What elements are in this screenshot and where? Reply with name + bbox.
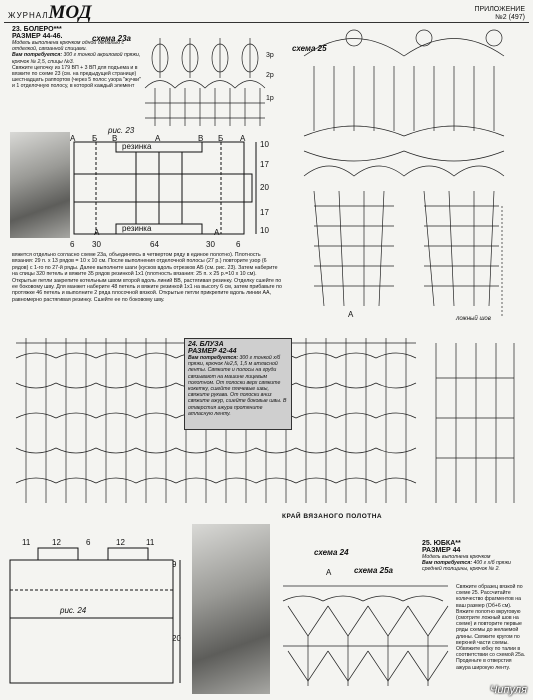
skirt-intro: Модель выполнена крючком: [422, 554, 491, 560]
bolero-photo: [10, 132, 70, 238]
bolero-body-text: Свяжите цепочку из 179 ВП + 3 ВП для под…: [12, 64, 141, 90]
fig-23-dim-right: 17: [260, 160, 269, 169]
watermark: Чипуля: [489, 684, 527, 696]
schema-25-diagram: [303, 29, 505, 316]
skirt-article: 25. ЮБКА** РАЗМЕР 44 Модель выполнена кр…: [422, 540, 526, 573]
fig-24-label: рис. 24: [60, 606, 87, 615]
fig-23-letter: В: [198, 134, 204, 143]
skirt-size: РАЗМЕР 44: [422, 547, 461, 554]
fig-23-label: рис. 23: [108, 126, 135, 135]
fig-24-dim-top: 12: [116, 538, 125, 547]
schema-24-label: схема 24: [314, 548, 349, 557]
edge-label: КРАЙ ВЯЗАНОГО ПОЛОТНА: [282, 513, 383, 520]
issue-number: №2 (497): [495, 14, 525, 21]
fig-23-diagram: [73, 141, 257, 235]
schema-25-label: схема 25: [292, 44, 327, 53]
bolero-need-text: 300 г тонкой акриловой пряжи, крючок № 2…: [12, 52, 141, 65]
fig-23-dim-bottom: 6: [236, 240, 241, 249]
skirt-need-label: Вам потребуется:: [422, 560, 473, 567]
rib-top-label: резинка: [122, 142, 152, 151]
fig-23-letter: Б: [218, 134, 224, 143]
fig-24-dim-right: 9: [172, 560, 177, 569]
fig-23-letter: В: [112, 134, 118, 143]
fig-23-dim-right: 10: [260, 226, 269, 235]
magazine-logo: ЖУРНАЛМОД: [8, 2, 92, 24]
schema-25-letter-a: А: [348, 310, 354, 319]
fig-23-letter: А: [70, 134, 76, 143]
fig-23-dim-bottom: 6: [70, 240, 75, 249]
fig-24-dim-top: 11: [22, 538, 31, 547]
fig-23-letter: Б: [92, 134, 98, 143]
header-divider: [4, 22, 529, 23]
blouse-size: РАЗМЕР 42-44: [188, 348, 237, 355]
issue-info: ПРИЛОЖЕНИЕ №2 (497): [474, 6, 525, 22]
schema-23a-row-3: 3р: [266, 52, 274, 59]
blouse-text: 300 г тонкой х/б пряжи, крючок №2,5, 1,5…: [188, 355, 287, 417]
magazine-word: ЖУРНАЛ: [8, 11, 49, 20]
magazine-logo-text: МОД: [48, 2, 92, 23]
false-seam-label: ложный шов: [456, 316, 491, 322]
bolero-instructions: вяжется отдельно согласно схеме 23а, объ…: [12, 252, 282, 303]
bolero-size: РАЗМЕР 44-46.: [12, 33, 63, 40]
bolero-intro: Модель выполнена крючком одной деталью с…: [12, 40, 125, 53]
blouse-photo: [192, 524, 270, 694]
fig-23-letter: А: [240, 134, 246, 143]
fig-24-diagram: [9, 547, 181, 684]
fig-23-dim-right: 17: [260, 208, 269, 217]
schema-25a-letter-a: А: [326, 568, 332, 577]
fig-23-letter: А: [94, 228, 100, 237]
skirt-instructions: Свяжите образец вязкой по схеме 25. Расс…: [456, 584, 526, 671]
fig-23-dim-right: 20: [260, 183, 269, 192]
blouse-need-label: Вам потребуется:: [188, 355, 239, 361]
schema-25a-label: схема 25а: [354, 566, 393, 575]
skirt-title: 25. ЮБКА**: [422, 540, 461, 547]
blouse-article: 24. БЛУЗА РАЗМЕР 42-44 Вам потребуется: …: [184, 338, 292, 430]
fig-23-dim-bottom: 30: [92, 240, 101, 249]
schema-25a-diagram: [282, 585, 449, 686]
fig-23-dim-bottom: 64: [150, 240, 159, 249]
fig-24-dim-right: 20: [172, 634, 181, 643]
fig-23-letter: А: [214, 228, 220, 237]
schema-23a-row-2: 2р: [266, 72, 274, 79]
fig-23-dim-right: 10: [260, 140, 269, 149]
skirt-need-text: 400 г х/б пряжи средней толщины, крючок …: [422, 560, 511, 573]
fig-24-dim-top: 6: [86, 538, 91, 547]
schema-23a-diagram: [144, 38, 266, 126]
rib-bottom-label: резинка: [122, 224, 152, 233]
supplement-label: ПРИЛОЖЕНИЕ: [474, 6, 525, 13]
schema-23a-row-1: 1р: [266, 95, 274, 102]
bolero-need-label: Вам потребуется:: [12, 52, 63, 59]
bolero-title: 23. БОЛЕРО***: [12, 26, 62, 33]
fig-24-dim-top: 11: [146, 538, 155, 547]
fig-23-dim-bottom: 30: [206, 240, 215, 249]
blouse-title: 24. БЛУЗА: [188, 341, 224, 348]
fig-23-letter: А: [155, 134, 161, 143]
schema-23a-label: схема 23а: [92, 34, 131, 43]
fig-24-dim-top: 12: [52, 538, 61, 547]
bolero-article: 23. БОЛЕРО*** РАЗМЕР 44-46. Модель выпол…: [12, 26, 142, 90]
